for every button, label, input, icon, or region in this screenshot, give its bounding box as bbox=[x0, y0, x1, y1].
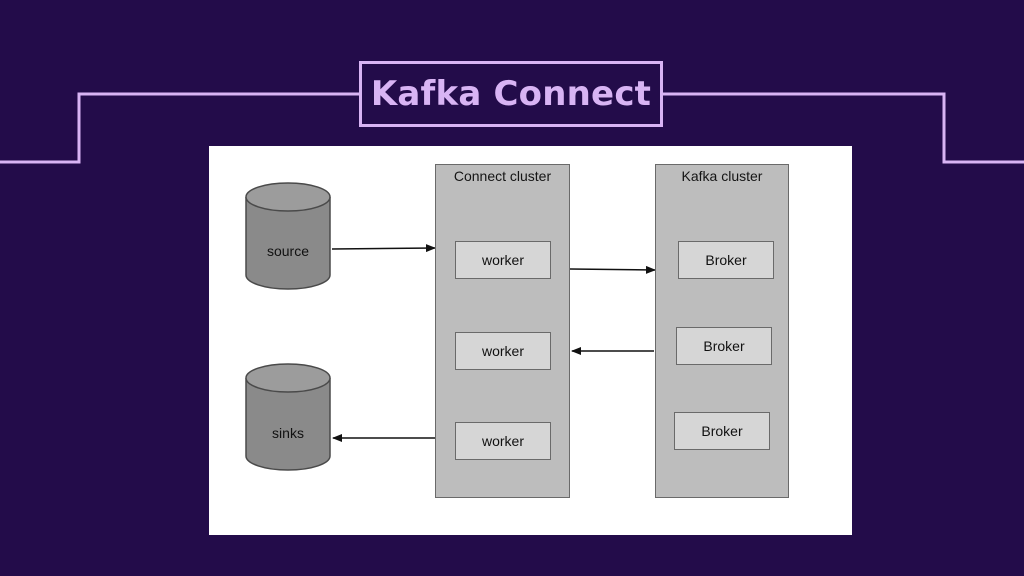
source-label: source bbox=[266, 243, 310, 259]
arrow-source-to-connect bbox=[331, 244, 436, 253]
worker-box: worker bbox=[455, 241, 551, 279]
architecture-diagram: source sinks Connect cluster worker work… bbox=[209, 146, 852, 535]
source-database-icon bbox=[245, 182, 331, 290]
right-frame-line bbox=[663, 92, 1024, 164]
connect-cluster-label: Connect cluster bbox=[453, 168, 552, 184]
kafka-cluster-label: Kafka cluster bbox=[681, 168, 763, 184]
sinks-database-icon bbox=[245, 363, 331, 471]
page-title: Kafka Connect bbox=[359, 61, 663, 127]
worker-box: worker bbox=[455, 422, 551, 460]
broker-box: Broker bbox=[674, 412, 770, 450]
diagram-shapes bbox=[245, 182, 656, 471]
worker-box: worker bbox=[455, 332, 551, 370]
left-frame-line bbox=[0, 92, 359, 164]
arrow-worker-to-kafka bbox=[569, 265, 656, 274]
sinks-label: sinks bbox=[272, 425, 304, 441]
broker-box: Broker bbox=[678, 241, 774, 279]
broker-box: Broker bbox=[676, 327, 772, 365]
